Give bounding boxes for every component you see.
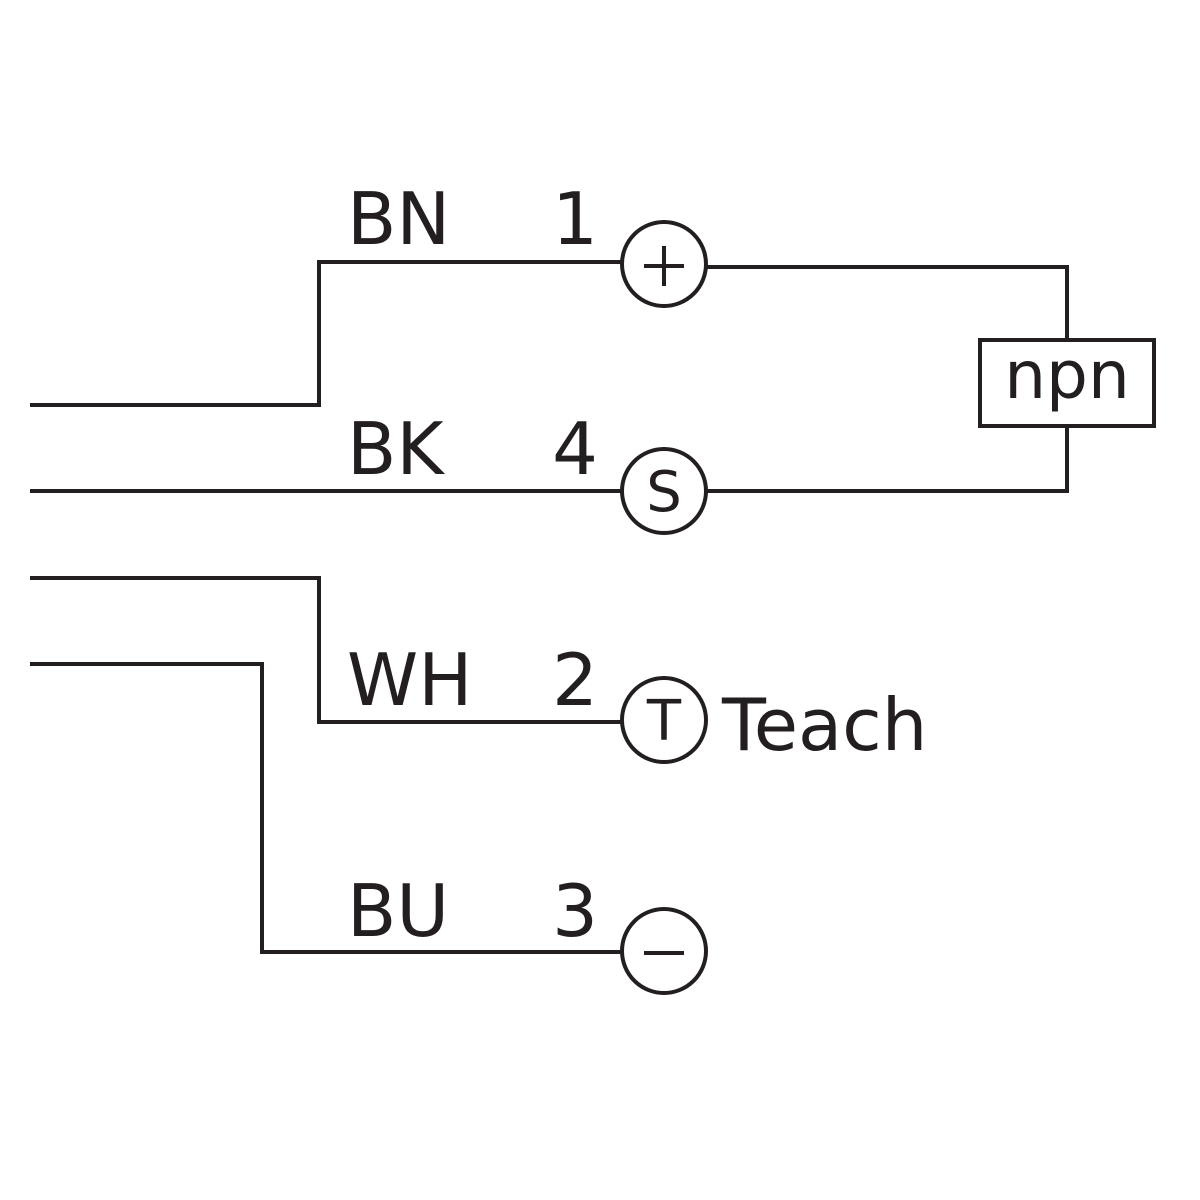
- npn-output-box: [978, 338, 1156, 428]
- wire-internal-output: [706, 426, 1069, 493]
- wire-label-bn: BN: [347, 177, 450, 261]
- terminal-minus: [620, 907, 708, 995]
- wire-label-bk: BK: [347, 407, 445, 491]
- terminal-plus: [620, 220, 708, 308]
- npn-label: npn: [1004, 337, 1130, 414]
- wire-label-wh: WH: [347, 638, 472, 722]
- pin-number-3: 3: [552, 869, 598, 953]
- terminal-teach: T: [620, 676, 708, 764]
- wire-label-bu: BU: [347, 869, 449, 953]
- teach-label: Teach: [721, 683, 927, 767]
- terminal-switch: S: [620, 447, 708, 535]
- terminal-label-t: T: [646, 689, 682, 754]
- terminal-label-s: S: [646, 460, 682, 525]
- pin-number-4: 4: [552, 407, 598, 491]
- pin-number-2: 2: [552, 638, 598, 722]
- wire-bn: [30, 260, 622, 407]
- wire-bu: [30, 662, 622, 954]
- wire-wh: [30, 576, 622, 724]
- pin-number-1: 1: [552, 177, 598, 261]
- wire-internal-supply: [706, 265, 1069, 340]
